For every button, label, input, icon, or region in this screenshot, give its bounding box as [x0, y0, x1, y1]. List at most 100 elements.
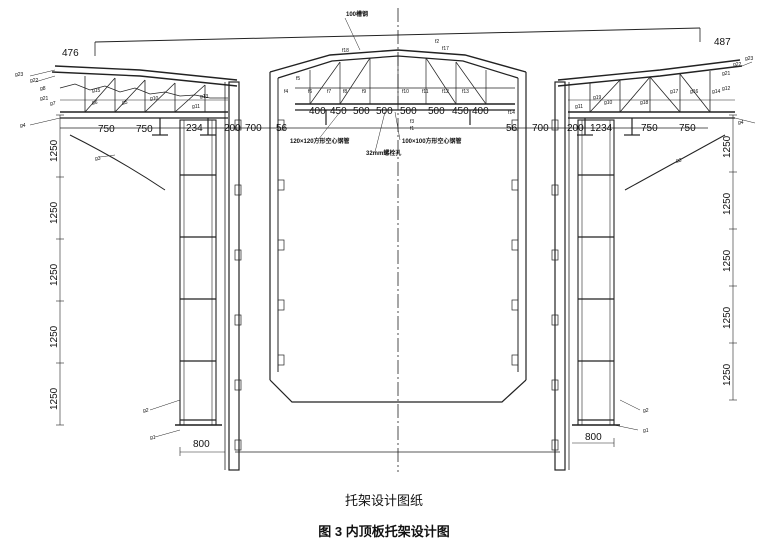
tag-right-truss: g17 — [670, 89, 679, 95]
tag-right-outer: g1 — [643, 428, 649, 434]
dim-right-2: 200 — [567, 123, 584, 134]
tag-right-truss: g18 — [640, 100, 649, 106]
annotation-top-channel: 100槽钢 — [346, 10, 368, 18]
tag-center-truss: f10 — [402, 89, 409, 95]
center-bottom-tags: f14 f3 f1 — [410, 110, 515, 132]
tag-center-top: f18 — [342, 48, 349, 54]
tag-center-truss: f8 — [343, 89, 347, 95]
left-vertical-dimension-labels: 1250 1250 1250 1250 1250 — [49, 139, 60, 410]
left-vertical-dimension — [56, 114, 64, 426]
dim-right-6: 487 — [714, 37, 731, 48]
right-vertical-dimension — [729, 114, 737, 401]
tag-center-truss: f12 — [442, 89, 449, 95]
tag-left-outer: g2 — [143, 408, 149, 414]
dim-right-3: 1234 — [590, 123, 613, 134]
tag-right-truss: g11 — [575, 104, 583, 110]
truss-design-drawing: 476 750 750 234 200 700 56 400 450 500 5… — [15, 8, 756, 472]
tag-left-truss: g5 — [122, 100, 128, 106]
right-formwork — [551, 59, 756, 471]
tag-left-outer: g1 — [150, 435, 156, 441]
dim-center-6: 450 — [452, 106, 469, 117]
tag-center-bottom: f3 — [410, 119, 414, 125]
tag-right-outer: g22 — [733, 62, 742, 68]
tag-left-truss: g6 — [92, 100, 98, 106]
left-truss-tags: g8 g7 g6 g5 g11 g13 g10 g15 — [40, 86, 209, 110]
tag-left-outer: g21 — [40, 96, 49, 102]
tag-left-truss: g11 — [192, 104, 200, 110]
dim-center-4: 500 — [400, 106, 417, 117]
tag-right-outer: g4 — [738, 120, 744, 126]
tag-center-top: f2 — [435, 39, 439, 45]
vdim-right-0: 1250 — [722, 135, 733, 158]
tag-left-outer: g3 — [95, 156, 101, 162]
tag-left-truss: g10 — [150, 96, 159, 102]
dim-left-6: 56 — [276, 123, 288, 134]
top-dimension-labels: 476 750 750 234 200 700 56 400 450 500 5… — [62, 37, 731, 135]
dim-center-1: 450 — [330, 106, 347, 117]
tag-center-truss: f7 — [327, 89, 331, 95]
tag-right-truss: g19 — [593, 95, 602, 101]
tag-center-bottom: f1 — [410, 126, 414, 132]
vdim-left-2: 1250 — [49, 263, 60, 286]
right-outer-tags: g23 g22 g21 g4 g3 g2 g1 — [643, 56, 754, 434]
tag-right-outer: g3 — [676, 158, 682, 164]
dim-left-0: 476 — [62, 48, 79, 59]
tag-center-truss: f6 — [308, 89, 312, 95]
dim-left-2: 750 — [136, 124, 153, 135]
vdim-left-1: 1250 — [49, 201, 60, 224]
tag-right-truss: g16 — [690, 89, 699, 95]
tag-center-truss: f11 — [422, 89, 429, 95]
annotation-tube-100: 100×100方形空心钢管 — [402, 137, 462, 145]
right-truss-tags: g19 g18 g17 g16 g14 g12 g11 g10 — [575, 86, 731, 110]
dim-center-3: 500 — [376, 106, 393, 117]
vdim-left-0: 1250 — [49, 139, 60, 162]
dim-right-4: 750 — [641, 123, 658, 134]
tag-right-outer: g23 — [745, 56, 754, 62]
tag-left-truss: g15 — [92, 88, 101, 94]
vdim-right-3: 1250 — [722, 306, 733, 329]
tag-left-outer: g22 — [30, 78, 39, 84]
tag-left-outer: g23 — [15, 72, 24, 78]
bottom-dimension-lines — [179, 438, 615, 456]
vdim-right-4: 1250 — [722, 363, 733, 386]
dim-right-5: 750 — [679, 123, 696, 134]
dim-left-1: 750 — [98, 124, 115, 135]
tag-center-truss: f5 — [296, 76, 300, 82]
dim-left-4: 200 — [224, 123, 241, 134]
tag-right-outer: g2 — [643, 408, 649, 414]
center-top-tags: f18 f2 f17 — [342, 39, 449, 54]
left-formwork — [29, 65, 242, 471]
vdim-left-4: 1250 — [49, 387, 60, 410]
annotation-tube-120: 120×120方形空心钢管 — [290, 137, 350, 145]
bottom-dim-right: 800 — [585, 432, 602, 443]
dim-left-3: 234 — [186, 123, 203, 134]
figure-caption: 图 3 内顶板托架设计图 — [318, 524, 450, 539]
tag-center-top: f17 — [442, 46, 449, 52]
tag-left-truss: g8 — [40, 86, 46, 92]
dim-right-1: 700 — [532, 123, 549, 134]
tag-right-truss: g14 — [712, 89, 721, 95]
tag-right-outer: g21 — [722, 71, 731, 77]
vdim-left-3: 1250 — [49, 325, 60, 348]
tag-right-truss: g12 — [722, 86, 731, 92]
tag-center-truss: f9 — [362, 89, 366, 95]
dim-center-7: 400 — [472, 106, 489, 117]
center-truss-tags: f9 f8 f7 f6 f5 f4 f10 f11 f12 f13 — [284, 76, 469, 95]
center-formwork — [269, 17, 527, 403]
tag-left-truss: g13 — [200, 94, 209, 100]
dim-right-0: 56 — [506, 123, 518, 134]
vdim-right-1: 1250 — [722, 192, 733, 215]
dim-center-0: 400 — [309, 106, 326, 117]
drawing-title: 托架设计图纸 — [344, 493, 423, 508]
vdim-right-2: 1250 — [722, 249, 733, 272]
dim-center-5: 500 — [428, 106, 445, 117]
tag-left-truss: g7 — [50, 101, 56, 107]
right-vertical-dimension-labels: 1250 1250 1250 1250 1250 — [722, 135, 733, 386]
tag-center-bottom: f14 — [508, 110, 515, 116]
tag-center-truss: f4 — [284, 89, 288, 95]
tag-left-outer: g4 — [20, 123, 26, 129]
dim-center-2: 500 — [353, 106, 370, 117]
dim-left-5: 700 — [245, 123, 262, 134]
bottom-dim-left: 800 — [193, 439, 210, 450]
tag-right-truss: g10 — [604, 100, 613, 106]
